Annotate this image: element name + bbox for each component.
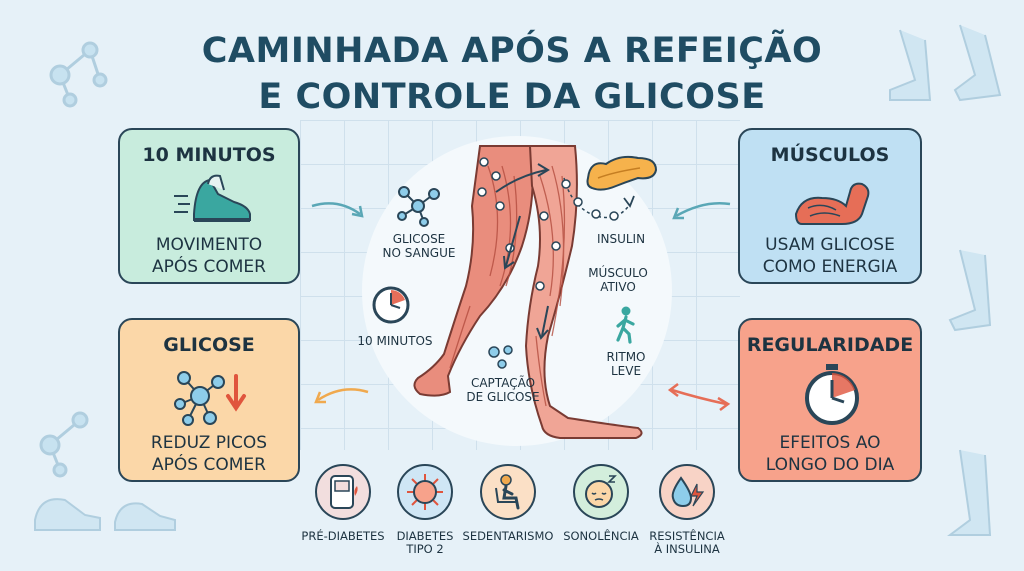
sneaker-icon <box>174 174 251 222</box>
condition-prediabetes-badge <box>315 464 371 520</box>
molecule-icon <box>49 41 108 108</box>
stopwatch-icon <box>805 364 859 425</box>
label-uptake-line2: DE GLICOSE <box>466 390 540 404</box>
card-heading: REGULARIDADE <box>746 334 914 356</box>
glucometer-icon <box>330 475 358 509</box>
sitting-person-icon <box>495 474 520 510</box>
sneaker-icon <box>34 498 176 531</box>
card-text-line2: COMO ENERGIA <box>762 257 898 277</box>
page-title-line2: E CONTROLE DA GLICOSE <box>258 77 766 117</box>
condition-label: DIABETES TIPO 2 <box>396 529 454 556</box>
double-arrow-icon <box>667 383 731 411</box>
label-insulin: INSULIN <box>596 232 646 246</box>
glucose-molecule-icon <box>174 371 246 426</box>
arrow-icon <box>311 202 364 218</box>
condition-label: RESISTÊNCIA À INSULINA <box>649 529 725 556</box>
leg-icon <box>947 449 992 536</box>
card-heading: 10 MINUTOS <box>142 144 276 166</box>
molecule-icon <box>39 411 89 478</box>
condition-label: PRÉ-DIABETES <box>301 529 385 543</box>
card-heading: MÚSCULOS <box>770 144 890 166</box>
card-regularity: REGULARIDADE EFEITOS AO LONGO DO DIA <box>738 318 922 482</box>
condition-diabetes-badge <box>397 464 453 520</box>
condition-label: SEDENTARISMO <box>462 529 554 543</box>
condition-insulin-resistance-badge <box>659 464 715 520</box>
condition-label: SONOLÊNCIA <box>563 529 639 543</box>
virus-cell-icon <box>407 474 443 510</box>
label-active-muscle-line1: MÚSCULO <box>588 266 648 280</box>
card-glucose: GLICOSE REDUZ PICOS APÓS COMER <box>118 318 300 482</box>
label-rhythm-line1: RITMO <box>606 350 646 364</box>
card-ten-minutes: 10 MINUTOS MOVIMENTO APÓS COMER <box>118 128 300 284</box>
condition-sedentary-badge <box>480 464 536 520</box>
arrow-icon <box>314 388 369 404</box>
insulin-path-icon <box>561 177 635 221</box>
card-text-line2: APÓS COMER <box>152 455 266 475</box>
label-glucose-blood-line2: NO SANGUE <box>382 246 456 260</box>
label-active-muscle-line2: ATIVO <box>600 280 636 294</box>
label-ten-minutes: 10 MINUTOS <box>357 334 433 348</box>
page-title-line1: CAMINHADA APÓS A REFEIÇÃO <box>201 31 823 71</box>
label-glucose-blood-line1: GLICOSE <box>392 232 446 246</box>
clock-icon <box>372 286 410 324</box>
walking-legs-muscles-icon <box>413 145 643 439</box>
pancreas-icon <box>586 155 658 191</box>
flexed-arm-icon <box>794 182 870 225</box>
arrow-icon <box>672 202 731 220</box>
card-heading: GLICOSE <box>163 334 255 356</box>
leg-icon <box>889 24 1002 102</box>
label-uptake-line1: CAPTAÇÃO <box>470 376 536 390</box>
card-text-line2: APÓS COMER <box>152 257 266 277</box>
card-text-line1: MOVIMENTO <box>155 235 263 255</box>
glucose-molecule-icon <box>397 186 440 227</box>
leg-icon <box>948 249 992 332</box>
card-text-line1: USAM GLICOSE <box>765 235 895 255</box>
drop-bolt-icon <box>671 476 705 508</box>
glucose-dots-icon <box>488 345 513 369</box>
walking-person-icon <box>616 306 635 344</box>
card-text-line2: LONGO DO DIA <box>765 455 895 475</box>
sleepy-face-icon <box>585 475 617 508</box>
card-text-line1: EFEITOS AO <box>779 433 881 453</box>
card-text-line1: REDUZ PICOS <box>150 433 268 453</box>
condition-drowsiness-badge <box>573 464 629 520</box>
label-rhythm-line2: LEVE <box>610 364 642 378</box>
card-muscles: MÚSCULOS USAM GLICOSE COMO ENERGIA <box>738 128 922 284</box>
